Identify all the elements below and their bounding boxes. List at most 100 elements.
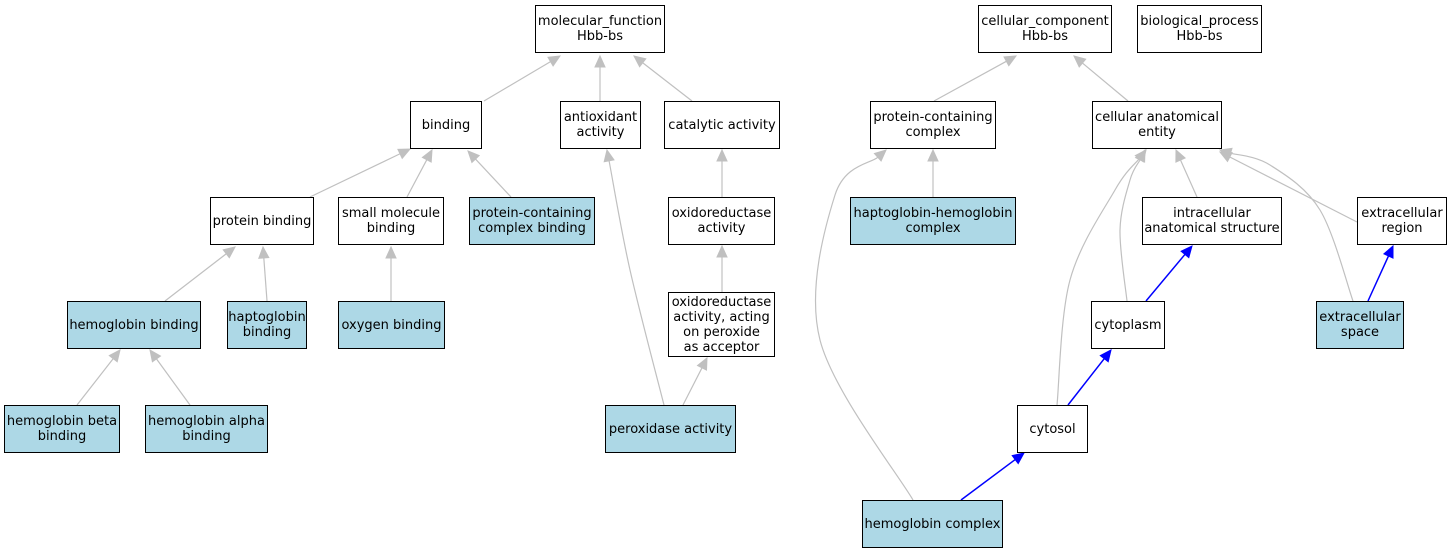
node-label-line: extracellular — [1361, 206, 1443, 221]
edge-arrowhead — [258, 245, 270, 259]
edge-pccbind-to-binding — [467, 150, 512, 198]
node-label-line: on peroxide — [683, 324, 760, 340]
node-label-line: oxidoreductase — [671, 206, 772, 221]
edge-arrowhead — [547, 55, 562, 67]
node-label-line: region — [1381, 221, 1423, 236]
node-peroxidase: peroxidase activity — [605, 405, 736, 453]
edge-arrowhead — [222, 246, 236, 259]
edge-cytoplasm-to-ias — [1145, 245, 1193, 302]
node-label-line: antioxidant — [563, 110, 638, 125]
edge-line — [1230, 152, 1354, 302]
node-label-line: molecular_function — [537, 14, 663, 29]
edge-ias-to-cae — [1175, 148, 1198, 198]
edge-smallmol-to-binding — [406, 148, 433, 198]
edge-hpbind-to-protbind — [258, 245, 270, 302]
node-label-line: cellular_component — [981, 14, 1109, 29]
edge-hbbeta-to-hbbind — [76, 349, 121, 406]
edge-line — [960, 458, 1016, 501]
edge-cytosol-to-cytoplasm — [1067, 349, 1112, 406]
edge-arrowhead — [1218, 147, 1233, 159]
edge-binding-to-mf — [483, 55, 562, 102]
node-label-line: binding — [37, 429, 87, 444]
node-hbbind: hemoglobin binding — [67, 301, 201, 349]
edge-antiox-to-mf — [594, 54, 606, 101]
node-label-line: binding — [182, 429, 231, 444]
edge-arrowhead — [603, 148, 615, 163]
edge-hbcomplex-to-cytosol — [960, 452, 1025, 501]
edge-oxred-to-catalytic — [716, 148, 728, 197]
edge-line — [406, 159, 428, 198]
node-label-line: activity — [576, 125, 625, 140]
edge-catalytic-to-mf — [633, 55, 693, 102]
node-label-line: peroxidase activity — [608, 421, 733, 437]
node-label-line: cytosol — [1029, 421, 1076, 437]
node-label-line: Hbb-bs — [1176, 29, 1223, 44]
edge-line — [608, 160, 665, 406]
node-label-line: oxygen binding — [341, 317, 442, 333]
node-label-line: Hbb-bs — [1022, 29, 1068, 44]
node-label-line: hemoglobin complex — [864, 516, 1001, 532]
edge-arrowhead — [421, 148, 433, 163]
edge-arrowhead — [1011, 452, 1025, 465]
node-label-line: as acceptor — [683, 339, 760, 355]
node-label-line: activity — [697, 221, 746, 236]
edge-arrowhead — [1073, 55, 1087, 68]
node-label-line: protein-containing — [472, 206, 592, 221]
edge-line — [814, 156, 914, 501]
node-label-line: entity — [1138, 125, 1176, 140]
edge-line — [475, 158, 512, 198]
edge-line — [483, 61, 551, 102]
edge-line — [1145, 253, 1186, 302]
edge-hphb-to-pcc — [927, 148, 939, 197]
node-label-line: anatomical structure — [1144, 221, 1280, 236]
edge-arrowhead — [716, 148, 728, 162]
node-cytosol: cytosol — [1017, 405, 1088, 453]
node-label-line: cytoplasm — [1094, 317, 1162, 333]
edge-arrowhead — [149, 349, 162, 363]
node-catalytic: catalytic activity — [664, 101, 780, 149]
node-hbcomplex: hemoglobin complex — [862, 500, 1003, 548]
node-label-line: hemoglobin alpha — [148, 414, 265, 429]
edge-line — [1367, 255, 1390, 302]
edge-cytosol-to-cae — [1056, 149, 1147, 406]
node-label-line: binding — [242, 325, 292, 340]
node-label-line: space — [1340, 325, 1380, 340]
node-label-line: protein binding — [212, 213, 312, 229]
node-o2bind: oxygen binding — [338, 301, 445, 349]
edge-pcc-to-cc — [933, 55, 1018, 102]
edge-arrowhead — [1175, 148, 1187, 163]
edge-arrowhead — [696, 356, 708, 371]
node-label-line: binding — [421, 117, 471, 133]
edge-line — [164, 253, 227, 302]
edge-arrowhead — [108, 349, 121, 363]
node-label-line: catalytic activity — [668, 117, 776, 133]
edge-arrowhead — [594, 54, 606, 68]
edge-arrowhead — [633, 55, 647, 68]
edge-line — [1067, 358, 1105, 406]
node-label-line: extracellular — [1319, 310, 1401, 325]
node-label-line: complex — [905, 125, 961, 140]
edge-line — [1229, 156, 1358, 223]
edge-o2bind-to-smallmol — [385, 245, 397, 301]
edge-line — [1119, 159, 1141, 302]
node-label-line: complex binding — [478, 221, 586, 236]
node-label-line: biological_process — [1140, 14, 1259, 29]
edge-line — [76, 358, 114, 406]
edge-line — [1179, 159, 1198, 198]
edge-line — [1056, 158, 1140, 406]
edge-oxredper-to-oxred — [716, 244, 728, 292]
edge-hbbind-to-protbind — [164, 246, 236, 302]
